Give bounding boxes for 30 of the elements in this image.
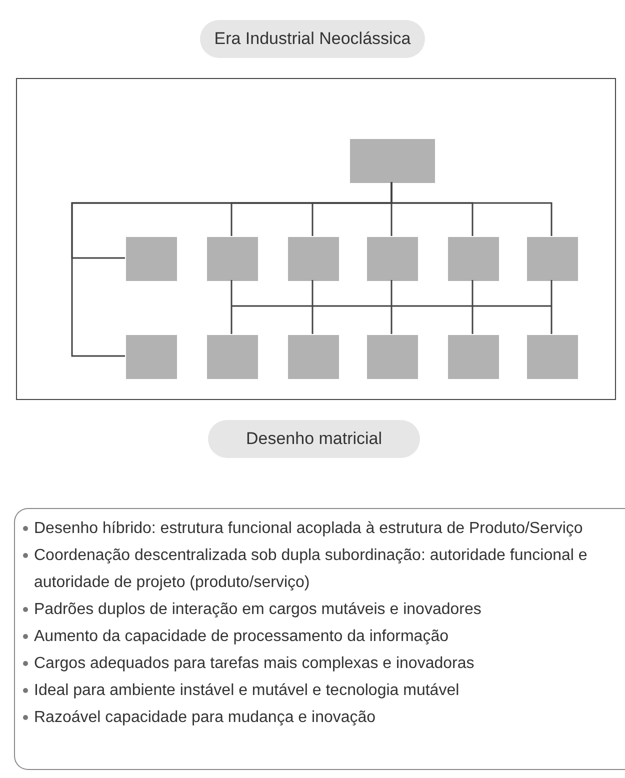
heading-pill: Era Industrial Neoclássica [200,20,425,58]
bullet-text: Cargos adequados para tarefas mais complexas e inovadoras [34,654,474,674]
connector-line [390,182,552,236]
org-unit-box [288,237,339,281]
connector-line [472,280,474,334]
org-unit-box [207,335,258,379]
connector-line [312,280,314,334]
bullet-text: Ideal para ambiente instável e mutável e tecnologia mutável [34,681,460,701]
connector-line [550,280,552,334]
bullet-text: Aumento da capacidade de processamento da informação [34,627,448,647]
org-unit-box [288,335,339,379]
org-unit-box [367,335,418,379]
connector-line [390,280,392,334]
heading-pill: Desenho matricial [208,420,420,458]
org-unit-box [350,139,435,183]
bullet-text: Razoável capacidade para mudança e inovação [34,708,376,728]
org-unit-box [448,335,499,379]
connector-line [230,280,232,334]
org-unit-box [527,335,578,379]
org-unit-box [126,237,177,281]
bullet-text: Desenho híbrido: estrutura funcional acoplada à estrutura de Produto/Serviço [34,519,583,539]
org-unit-box [367,237,418,281]
bullet-text: Padrões duplos de interação em cargos mutáveis e inovadores [34,600,482,620]
org-unit-box [126,335,177,379]
org-unit-box [207,237,258,281]
org-unit-box [448,237,499,281]
chart-frame [16,78,616,400]
features-panel [14,508,625,770]
org-unit-box [527,237,578,281]
bullet-text: Coordenação descentralizada sob dupla subordinação: autoridade funcional e autoridade de projeto (produto/serviço) [34,546,588,593]
